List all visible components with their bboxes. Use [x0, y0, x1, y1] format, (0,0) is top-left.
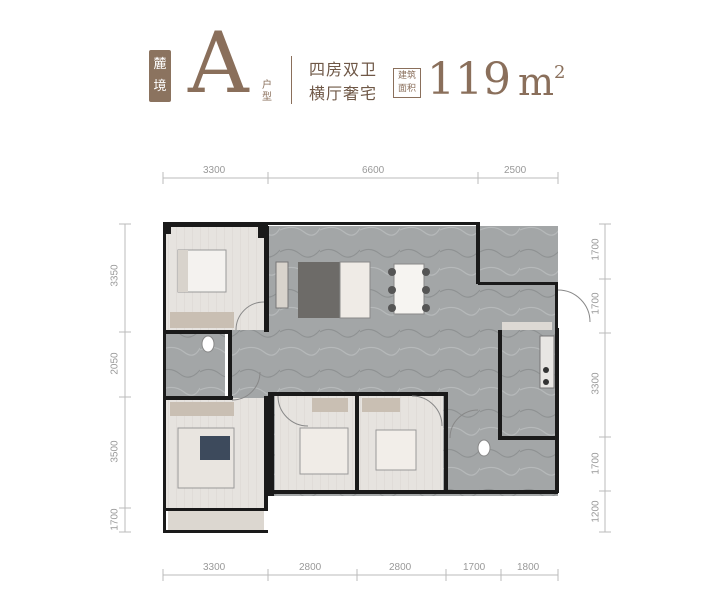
- dim-bottom-4: 1700: [463, 562, 486, 573]
- dim-right-3: 3300: [590, 372, 602, 395]
- bed-3: [375, 429, 417, 471]
- wardrobe-1: [170, 312, 234, 328]
- toilet-1: [201, 335, 215, 353]
- toilet-2: [477, 439, 491, 457]
- unit-type-letter: A: [188, 14, 249, 112]
- header-divider: [291, 56, 292, 104]
- dimension-line-left: [119, 223, 131, 533]
- dimension-line-bottom: [162, 569, 559, 581]
- wardrobe-4: [170, 402, 234, 416]
- doors: [231, 289, 591, 439]
- layout-description: 四房双卫 横厅奢宅: [309, 58, 377, 106]
- area-value: 119: [427, 54, 511, 105]
- bathroom-2-floor: [448, 392, 500, 494]
- dim-left-3: 3500: [109, 440, 121, 463]
- unit-type-suffix: 户型: [262, 80, 272, 103]
- sofa: [339, 261, 371, 319]
- layout-line-1: 四房双卫: [309, 60, 378, 79]
- area-label: 建筑面积: [393, 68, 421, 98]
- dimension-line-top: [162, 172, 559, 184]
- area-unit-superscript: 2: [554, 62, 566, 83]
- dim-bottom-3: 2800: [389, 562, 412, 573]
- dim-left-4: 1700: [109, 508, 121, 531]
- dim-top-1: 3300: [203, 165, 226, 176]
- bed-1: [177, 249, 227, 293]
- wardrobe-2: [312, 398, 348, 412]
- dining-table: [388, 263, 430, 315]
- dim-bottom-1: 3300: [203, 562, 226, 573]
- brand-char-1: 麓: [153, 57, 167, 72]
- dim-bottom-5: 1800: [517, 562, 540, 573]
- dim-top-3: 2500: [504, 165, 527, 176]
- bathroom-1-floor: [165, 332, 225, 400]
- dimension-line-right: [599, 223, 611, 533]
- brand-badge: 麓 境: [149, 50, 171, 102]
- dim-right-1: 1700: [590, 238, 602, 261]
- dim-right-5: 1200: [590, 500, 602, 523]
- bed-4: [177, 427, 235, 489]
- dim-bottom-2: 2800: [299, 562, 322, 573]
- balcony-bottom: [168, 510, 264, 530]
- dim-left-1: 3350: [109, 264, 121, 287]
- dim-top-2: 6600: [362, 165, 385, 176]
- rug: [298, 262, 340, 318]
- kitchen-counter: [502, 322, 555, 389]
- wardrobe-3: [362, 398, 400, 412]
- dim-right-4: 1700: [590, 452, 602, 475]
- bed-2: [299, 427, 349, 475]
- walls: [163, 222, 559, 533]
- layout-line-2: 横厅奢宅: [309, 84, 378, 103]
- dim-right-2: 1700: [590, 292, 602, 315]
- dim-left-2: 2050: [109, 352, 121, 375]
- area-unit: m: [518, 60, 555, 104]
- tv-cabinet: [275, 261, 289, 309]
- brand-char-2: 境: [153, 79, 167, 94]
